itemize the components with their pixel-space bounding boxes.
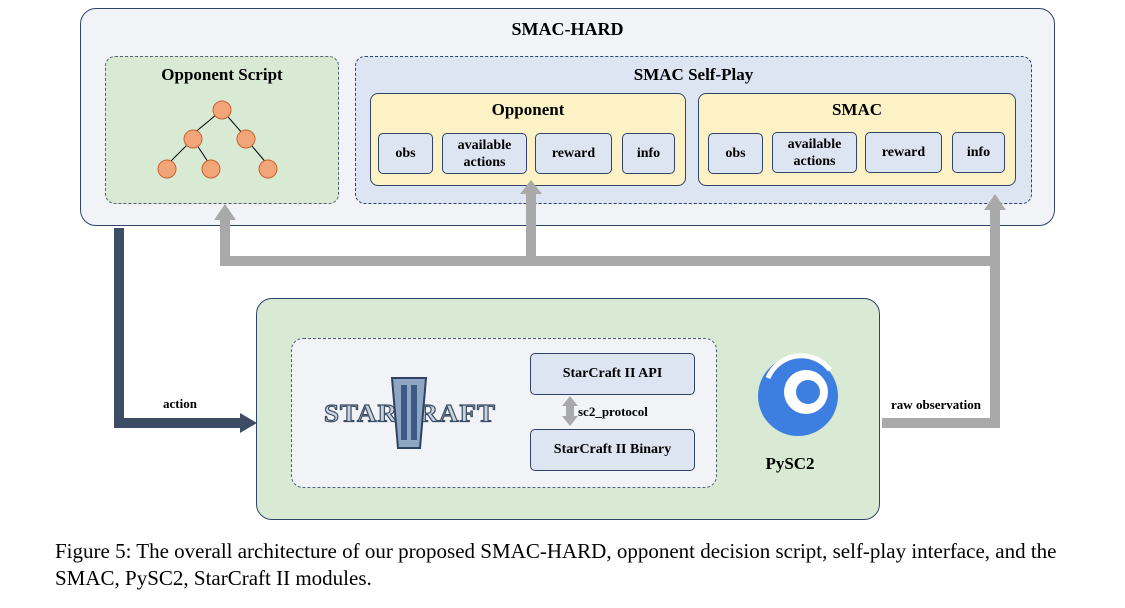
raw-observation-label: raw observation	[891, 397, 981, 412]
opponent-script-title: Opponent Script	[161, 65, 283, 84]
opponent-panel-title: Opponent	[491, 100, 565, 119]
opponent-available-actions-chip: available actions	[442, 133, 527, 174]
smac-hard-title: SMAC-HARD	[511, 18, 624, 39]
sc2-protocol-label: sc2_protocol	[578, 404, 648, 419]
sc2-protocol-arrow	[562, 396, 578, 426]
smac-panel-title: SMAC	[831, 100, 883, 119]
smac-available-actions-chip: available actions	[772, 132, 857, 173]
smac-info-chip: info	[952, 132, 1005, 173]
decision-tree-icon	[157, 100, 278, 179]
smac-obs-chip: obs	[708, 133, 763, 174]
opponent-info-chip: info	[622, 133, 675, 174]
figure-caption: Figure 5: The overall architecture of ou…	[55, 539, 1057, 590]
starcraft-api-box: StarCraft II API	[530, 353, 695, 395]
starcraft-emblem-icon	[390, 377, 428, 449]
smac-reward-chip: reward	[865, 132, 942, 173]
observation-arrows	[214, 180, 1006, 428]
opponent-obs-chip: obs	[378, 133, 433, 174]
action-arrow	[114, 228, 257, 433]
pysc2-logo-icon	[758, 353, 838, 436]
pysc2-label: PySC2	[765, 454, 815, 473]
action-label: action	[163, 396, 197, 411]
opponent-script-box	[105, 56, 339, 204]
self-play-title: SMAC Self-Play	[633, 65, 754, 84]
starcraft-binary-box: StarCraft II Binary	[530, 429, 695, 471]
opponent-reward-chip: reward	[535, 133, 612, 174]
